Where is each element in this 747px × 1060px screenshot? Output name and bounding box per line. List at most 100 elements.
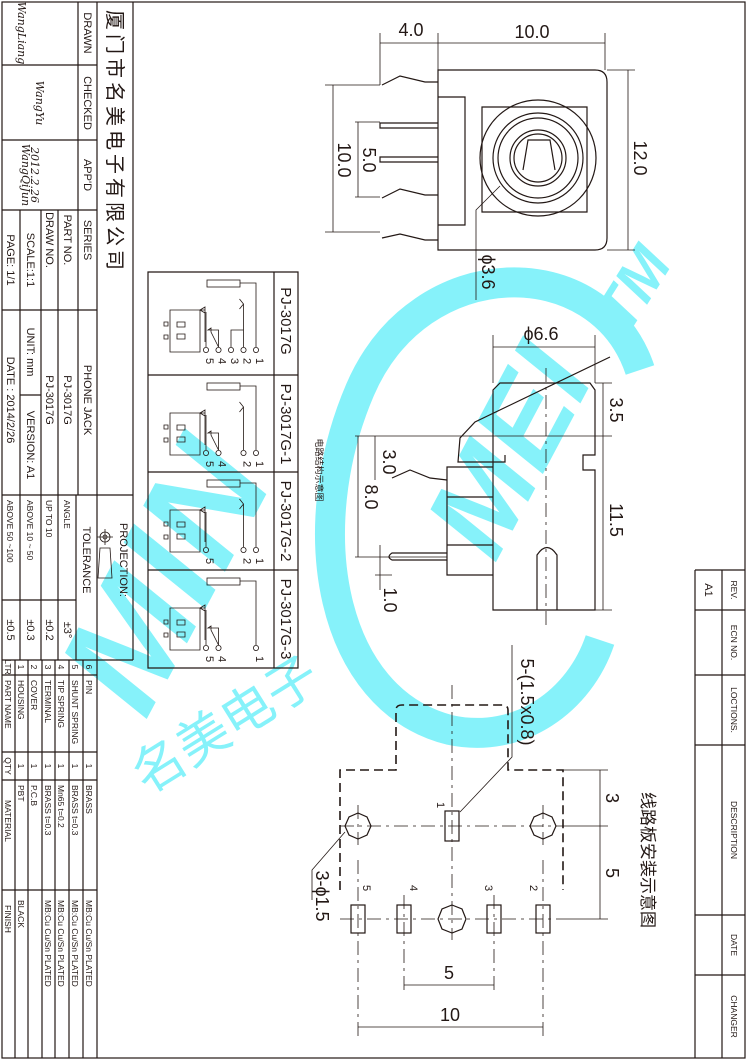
parts-header-ltr: LTR [3,659,13,674]
part-qty: 1 [56,764,66,769]
part-finish: MB:Cu Cu/Sn PLATED [70,900,80,987]
part-material: P.C.B [29,785,39,806]
tolerance-range: ABOVE 50 ~100 [5,500,15,563]
part-name: HOUSING [16,680,26,720]
checked-signature: WangYu [33,81,46,125]
series-label: SERIES [81,220,93,260]
revision-header: CHANGER [729,995,739,1038]
pin-number: 2 [241,558,253,564]
watermark: MIN MEI TM 名美电子 [25,233,685,806]
pin-number: 2 [241,358,253,364]
dim-barrel-dia: ϕ6.6 [523,324,558,344]
company-name: 厦门市名美电子有限公司 [103,10,127,274]
pcb-caption: 线路板安装示意图 [637,792,657,928]
circuit-diagrams: PJ-3017G12345PJ-3017G-11245PJ-3017G-2125… [147,271,325,669]
part-ltr: 3 [43,665,53,670]
part-material: BRASS t=0.3 [43,785,53,836]
pad-label-4: 4 [407,885,419,891]
drawn-label: DRAWN [81,12,93,53]
pin-number: 2 [241,461,253,467]
projection-symbol-icon [97,529,113,579]
part-finish: BLACK [16,900,26,928]
pin-wire [239,401,244,450]
plug-contact [206,382,241,391]
pin-number: 1 [253,558,265,564]
part-finish: MB:Cu Cu/Sn PLATED [56,900,66,987]
dim-pin-offset: 4.0 [398,20,423,40]
part-material: BRASS t=0.3 [70,785,80,836]
pin-wire [230,329,244,347]
dim-pcb-outer: 10 [440,1005,460,1025]
part-qty: 1 [70,764,80,769]
pin-number: 3 [228,358,240,364]
dim-body-width: 10.0 [514,22,549,42]
projection-label: PROJECTION: [117,523,129,597]
watermark-arc [315,267,655,748]
housing-frame [169,412,201,456]
revision-header: DATE [729,934,739,956]
pin-terminal-icon [240,346,247,353]
pin-number: 5 [203,558,215,564]
parts-header-qty: QTY [3,757,13,775]
pin-wire [240,385,257,450]
part-material: PBT [16,785,26,802]
pcb-slot-note: 5-(1.5x0.8) [517,658,537,745]
pin-number: 4 [216,656,228,662]
shell-contact [163,604,206,640]
pad-label-3: 3 [482,885,494,891]
tolerance-value: ±0.2 [43,619,55,640]
pin-terminal-icon [252,346,259,353]
plug-contact [206,577,241,586]
drawn-signature: WangLiang [15,2,28,65]
part-material: BRASS [84,785,94,814]
part-ltr: 4 [56,665,66,670]
pin-terminal-icon [252,645,259,652]
dim-pin-span: 10.0 [334,142,354,177]
pin-wire [206,430,219,451]
tolerance-range: ANGLE [62,500,72,529]
circuit-caption: 电路结构示意图 [313,438,325,501]
pin-number: 1 [253,656,265,662]
part-ltr: 1 [16,665,26,670]
pin-wire [206,327,219,348]
part-name: TERMINAL [43,680,53,723]
housing-frame [169,309,201,353]
part-name: COVER [29,680,39,710]
circuit-label: PJ-3017G-3 [277,579,294,660]
pin-number: 4 [216,461,228,467]
pin-wire [240,580,257,645]
revision-header: REV. [729,580,739,599]
dim-pin-offset-side: 3.0 [379,449,399,474]
tolerance-range: ABOVE 10 ~ 50 [25,500,35,561]
shell-contact [163,506,206,542]
pin-terminal-icon [202,449,209,456]
pin-terminal-icon [202,346,209,353]
tolerance-range: UP TO 10 [44,500,54,538]
shell-contact [163,306,206,342]
pad-label-1: 1 [434,802,446,808]
dim-pcb-inner: 5 [444,963,454,983]
pin-terminal-icon [215,449,222,456]
plug-contact [206,479,241,488]
part-ltr: 5 [70,665,80,670]
pin-number: 1 [253,461,265,467]
part-qty: 1 [43,764,53,769]
pad-label-2: 2 [527,885,539,891]
pin-terminal-icon [240,547,247,554]
part-no-label: PART NO. [61,215,73,266]
side-view: ϕ6.6 3.5 11.5 8.0 3.0 1.0 [355,324,626,625]
version: VERSION: A1 [24,411,36,479]
revision-header: ECN NO. [729,625,739,660]
part-finish: MB:Cu Cu/Sn PLATED [43,900,53,987]
pcb-layout: 5-(1.5x0.8) 3-ϕ1.5 3 5 5 10 1 2 3 4 5 线路… [311,645,657,1040]
revision-header: DESCRIPTION [729,801,739,859]
revision-header: LOCTIONS. [729,687,739,733]
dim-body-len: 11.5 [606,503,626,537]
part-no-value: PJ-3017G [61,375,73,425]
tolerance-value: ±0.5 [4,619,16,640]
